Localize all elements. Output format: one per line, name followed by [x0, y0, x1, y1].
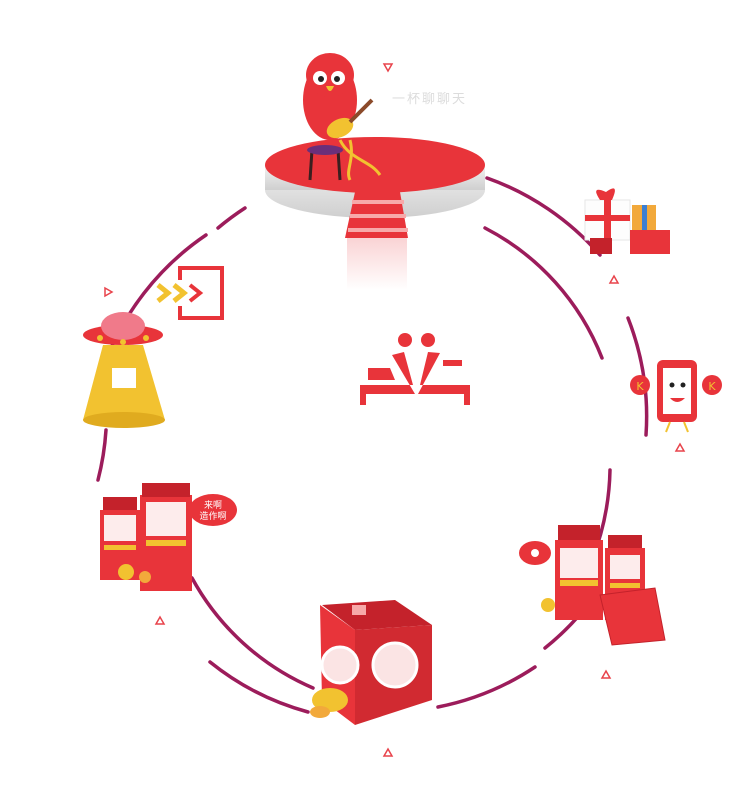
phone-badge: K: [636, 380, 644, 393]
ufo-icon: [83, 312, 165, 428]
triangle-icon: [608, 274, 620, 284]
triangle-icon: [104, 286, 114, 298]
booth-bubble-text: 造作啊: [199, 510, 226, 522]
gift-boxes-icon: [584, 188, 670, 254]
phone-badge: K: [708, 380, 716, 393]
karaoke-booth-icon: 来啊 造作啊: [100, 483, 237, 591]
stage-group: [265, 53, 485, 290]
parrot-guitar-icon: [303, 53, 382, 181]
triangle-markers: [104, 63, 686, 757]
enter-arrow-icon: [156, 266, 224, 320]
triangle-icon: [154, 615, 166, 625]
triangle-icon: [674, 442, 686, 452]
booth-bubble-text: 来啊: [204, 500, 222, 511]
triangle-icon: [382, 747, 394, 757]
lucky-box-icon: [310, 600, 432, 725]
triangle-icon: [600, 669, 612, 679]
stage-caption: 一杯聊聊天: [392, 92, 468, 107]
phone-money-bags-icon: K K: [630, 360, 722, 433]
triangle-icon: [382, 63, 394, 73]
sofa-people-icon: [360, 333, 470, 405]
karaoke-booth-icon: [519, 525, 666, 646]
